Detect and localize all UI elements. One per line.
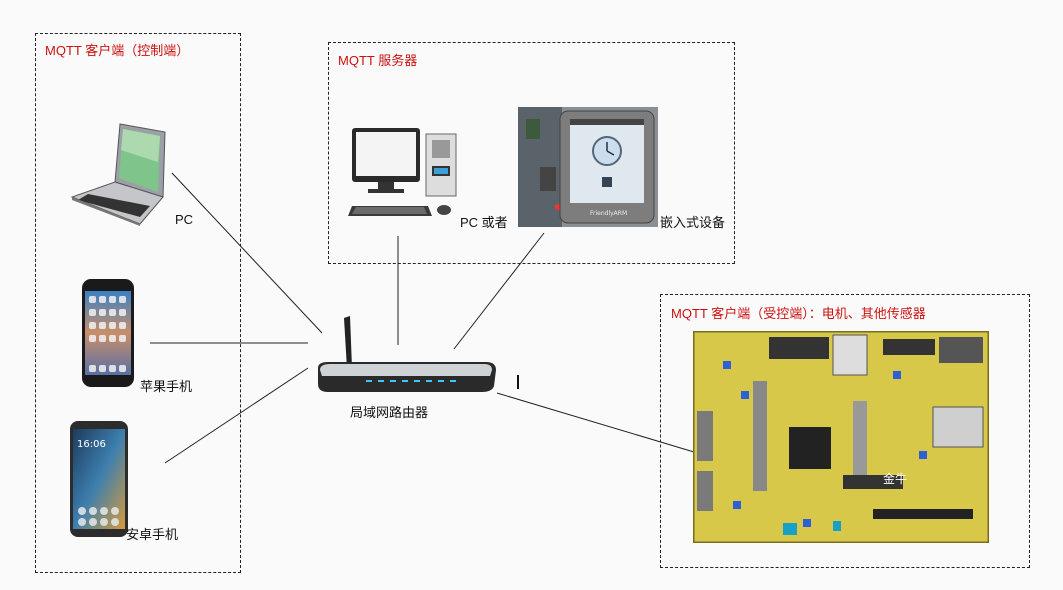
control-clients-group xyxy=(35,33,241,573)
router-label: 局域网路由器 xyxy=(350,405,429,420)
link-embedded-router xyxy=(453,232,545,350)
android-device: 16:06 xyxy=(70,421,128,537)
link-pc-router xyxy=(171,172,323,334)
controlled-clients-group xyxy=(660,294,1030,568)
dev-board-silkscreen: 金牛 xyxy=(883,471,907,486)
router-port-marker xyxy=(517,375,519,389)
android-screen-icon: 16:06 xyxy=(73,429,125,529)
svg-text:FriendlyARM: FriendlyARM xyxy=(590,210,627,217)
android-label: 安卓手机 xyxy=(126,527,179,542)
desktop-pc-icon xyxy=(348,128,457,216)
server-pc-label: PC 或者 xyxy=(460,215,508,230)
laptop-icon xyxy=(70,123,166,226)
svg-text:16:06: 16:06 xyxy=(77,439,106,450)
router-icon xyxy=(318,316,496,392)
iphone-label: 苹果手机 xyxy=(140,379,193,394)
iphone-screen-icon xyxy=(85,291,131,375)
controlled-clients-title: MQTT 客户端（受控端）：电机、其他传感器 xyxy=(671,306,926,321)
embedded-device-icon: FriendlyARM xyxy=(518,107,658,227)
link-router-board xyxy=(496,392,695,453)
server-group xyxy=(328,42,735,264)
server-title: MQTT 服务器 xyxy=(338,53,418,68)
dev-board-icon: 金牛 xyxy=(693,331,989,543)
pc-client-label: PC xyxy=(175,212,194,227)
embedded-label: 嵌入式设备 xyxy=(660,215,726,230)
link-android-router xyxy=(164,367,309,464)
iphone-device xyxy=(82,279,134,387)
control-clients-title: MQTT 客户端（控制端） xyxy=(45,43,190,58)
